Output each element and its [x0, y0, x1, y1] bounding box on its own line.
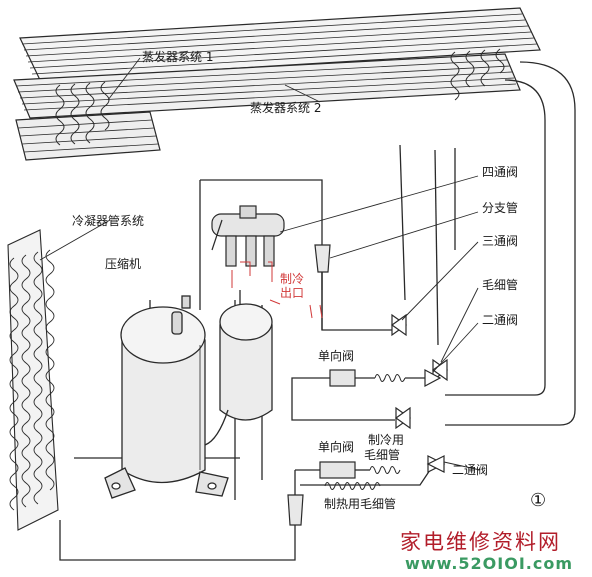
label-branch-pipe: 分支管	[482, 200, 518, 215]
cooling-outlet-marks	[231, 261, 323, 319]
label-three-way-valve: 三通阀	[482, 234, 518, 248]
label-condenser: 冷凝器管系统	[72, 213, 144, 228]
label-cooling-capillary-line2: 毛细管	[364, 447, 400, 462]
check-valve-lower	[319, 461, 356, 479]
label-heating-capillary: 制热用毛细管	[324, 496, 396, 511]
accumulator	[204, 290, 273, 446]
two-way-valve-upper	[424, 369, 442, 387]
two-way-valve-lower	[426, 455, 446, 473]
label-two-way-valve-upper: 二通阀	[482, 313, 518, 327]
label-evaporator-2: 蒸发器系统 2	[250, 100, 321, 115]
label-cooling-outlet: 制冷 出口	[280, 272, 308, 300]
four-way-valve	[211, 205, 285, 267]
filter-drier	[287, 494, 304, 526]
branch-pipe	[314, 244, 331, 290]
cooling-capillary-valve	[394, 406, 412, 430]
label-evaporator-1: 蒸发器系统 1	[142, 49, 213, 64]
label-capillary: 毛细管	[482, 277, 518, 292]
label-cooling-outlet-line1: 制冷	[280, 272, 304, 286]
check-valve-upper	[329, 369, 356, 387]
capillary-coil-upper	[374, 374, 406, 382]
label-cooling-capillary-line1: 制冷用	[368, 433, 404, 447]
label-cooling-outlet-line2: 出口	[280, 286, 304, 300]
watermark-url: www.52OIOI.com	[405, 554, 573, 573]
watermark-chinese: 家电维修资料网	[400, 530, 561, 554]
heating-capillary-coil	[324, 482, 381, 490]
compressor	[104, 295, 229, 499]
label-check-valve-lower: 单向阀	[318, 439, 354, 454]
evaporator-1-coil	[13, 7, 541, 161]
label-two-way-valve-lower: 二通阀	[452, 463, 488, 477]
label-compressor: 压缩机	[105, 256, 141, 271]
cooling-capillary-coil	[369, 466, 401, 474]
condenser-coil	[7, 229, 59, 531]
figure-number: ①	[530, 490, 546, 511]
label-four-way-valve: 四通阀	[482, 165, 518, 179]
leader-lines	[39, 57, 481, 471]
label-check-valve-upper: 单向阀	[318, 348, 354, 363]
label-cooling-capillary: 制冷用 毛细管	[364, 433, 408, 462]
